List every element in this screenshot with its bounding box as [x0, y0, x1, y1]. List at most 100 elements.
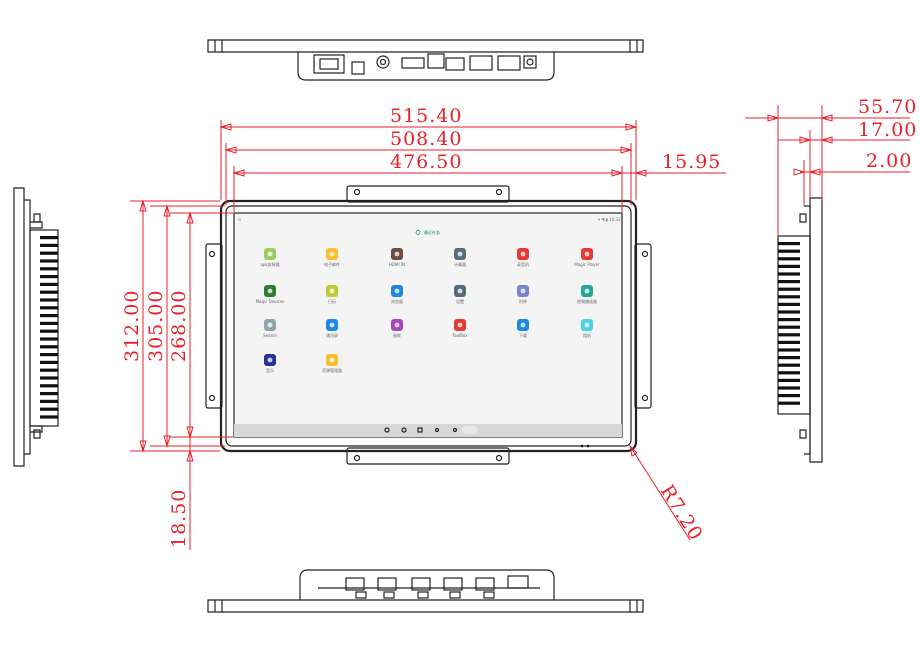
heatsink-fin [40, 314, 58, 318]
app-tile[interactable]: 相机 [581, 319, 593, 338]
heatsink-fin [40, 243, 58, 247]
top-view [207, 39, 644, 81]
top-left-icon: ⊡ [238, 217, 241, 222]
heatsink-fin [40, 306, 58, 310]
heatsink-fin [778, 394, 800, 398]
dim-width-screen: 476.50 [390, 151, 462, 173]
heatsink-fin [40, 282, 58, 286]
app-tile[interactable]: 资源管理器 [322, 354, 342, 373]
heatsink-fin [40, 275, 58, 279]
heatsink-fin [40, 259, 58, 263]
heatsink-fin [40, 392, 58, 396]
app-tile[interactable]: 计算器 [454, 248, 466, 267]
heatsink-fin [778, 310, 800, 314]
dimension-labels: 515.40 508.40 476.50 15.95 55.70 17.00 2… [121, 96, 917, 548]
heatsink-fin [40, 353, 58, 357]
dim-depth-total: 55.70 [858, 96, 917, 118]
heatsink-fin [40, 368, 58, 372]
app-tile[interactable]: 浏览器 [391, 285, 403, 304]
dim-bottom-offset: 18.50 [168, 489, 190, 548]
heatsink-fin [778, 264, 800, 268]
app-label: 资源管理器 [322, 367, 342, 373]
heatsink-fin [40, 407, 58, 411]
app-label: 时钟 [519, 298, 527, 304]
app-tile[interactable]: 电子邮件 [324, 248, 340, 267]
app-tile[interactable]: Search [263, 319, 277, 338]
heatsink-fin [778, 356, 800, 360]
app-tile[interactable]: 视频播放器 [577, 285, 597, 304]
heatsink-fin [778, 242, 800, 246]
dim-height-screen: 268.00 [168, 290, 190, 362]
search-hint-icon [415, 230, 421, 235]
heatsink-fin [778, 348, 800, 352]
app-label: 下载 [519, 332, 527, 338]
heatsink-fin [778, 287, 800, 291]
app-tile[interactable]: 下载 [517, 319, 529, 338]
app-label: ToolBox [451, 333, 468, 338]
back-icon [384, 427, 390, 433]
nav-bar [384, 426, 478, 434]
app-label: 图库 [393, 332, 401, 338]
app-label: 通讯录 [326, 332, 338, 338]
app-tile[interactable]: 时钟 [517, 285, 529, 304]
heatsink-fin [778, 295, 800, 299]
app-tile[interactable]: Magic Player [574, 248, 600, 267]
app-label: Search [263, 333, 277, 338]
heatsink-fin [40, 345, 58, 349]
bottom-view [207, 569, 644, 613]
heatsink-fin [40, 415, 58, 419]
heatsink-fin [778, 333, 800, 337]
heatsink-fin [40, 384, 58, 388]
heatsink-fin [40, 376, 58, 380]
dim-height-outer: 312.00 [121, 290, 143, 362]
status-text: 最近任务 [424, 229, 440, 235]
heatsink-fin [778, 318, 800, 322]
heatsink-fin [40, 290, 58, 294]
dim-depth-lip: 2.00 [866, 150, 912, 172]
app-label: 录音机 [517, 261, 529, 267]
heatsink-fin [778, 340, 800, 344]
app-tile[interactable]: 通讯录 [326, 319, 338, 338]
dim-corner-radius: R7.20 [656, 481, 707, 545]
app-tile[interactable]: 音乐 [264, 354, 276, 373]
heatsink-fin [40, 360, 58, 364]
app-label: 日历 [328, 299, 336, 304]
app-tile[interactable]: apk安装器 [260, 248, 280, 267]
app-label: 设置 [456, 298, 464, 304]
app-label: apk安装器 [260, 261, 279, 267]
app-label: 音乐 [266, 367, 274, 373]
volume-icon [434, 427, 440, 433]
heatsink-fin [40, 399, 58, 403]
app-tile[interactable]: 设置 [454, 285, 466, 304]
app-tile[interactable]: 图库 [391, 319, 403, 338]
recents-icon [417, 427, 423, 433]
heatsink-fin [778, 378, 800, 382]
heatsink-fin [778, 249, 800, 253]
dim-depth-frame: 17.00 [858, 119, 917, 141]
app-label: HDMI IN [389, 262, 405, 267]
heatsink-fin [40, 236, 58, 240]
app-label: 相机 [583, 332, 591, 338]
app-grid: apk安装器 电子邮件 HDMI IN 计算器录音机 Magic PlayerMagic… [256, 248, 600, 373]
app-tile[interactable]: Magic Devices [256, 285, 285, 304]
app-tile[interactable]: 录音机 [517, 248, 529, 267]
heatsink-fin [40, 329, 58, 333]
heatsink-fin [40, 298, 58, 302]
heatsink-fin [778, 325, 800, 329]
heatsink-fin [778, 401, 800, 405]
app-tile[interactable]: 日历 [326, 285, 338, 304]
display-screen [234, 213, 622, 437]
heatsink-fin [778, 280, 800, 284]
screenshot-icon [452, 427, 458, 433]
app-tile[interactable]: HDMI IN [389, 248, 405, 267]
dim-width-outer: 515.40 [390, 105, 462, 127]
dim-height-frame: 305.00 [145, 290, 167, 362]
front-view: 最近任务 ⊡ ▾ ◥ ▮ 10:32 apk安装器 电子邮件 HDMI IN 计算器录… [205, 185, 652, 465]
dimension-lines [130, 105, 910, 550]
heatsink-fin [778, 257, 800, 261]
heatsink-fin [40, 251, 58, 255]
app-tile[interactable]: ToolBox [451, 319, 468, 338]
status-icons: ▾ ◥ ▮ 10:32 [598, 217, 621, 222]
heatsink-fin [40, 337, 58, 341]
